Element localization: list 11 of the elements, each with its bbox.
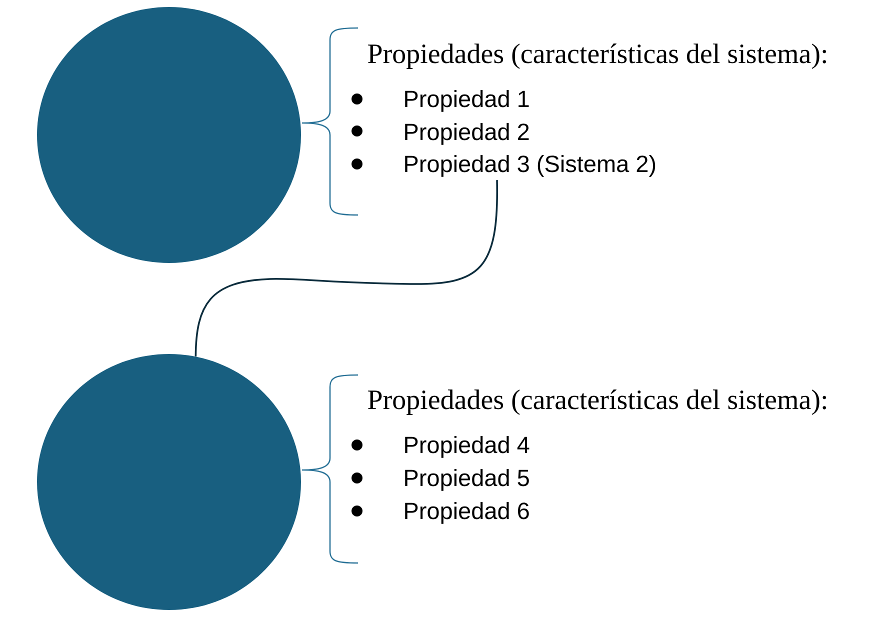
connector-line — [194, 180, 498, 356]
list-item: Propiedad 4 — [405, 436, 530, 458]
circle — [37, 354, 301, 610]
heading: Propiedades (características del sistema): — [368, 44, 826, 69]
list-item: Propiedad 3 (Sistema 2) — [405, 154, 656, 177]
list-item: Propiedad 5 — [405, 468, 529, 491]
list-item: Propiedad 6 — [405, 502, 529, 524]
list-item: Propiedad 2 — [405, 122, 529, 145]
list-item: Propiedad 1 — [405, 90, 529, 112]
heading: Propiedades (características del sistema): — [368, 390, 826, 415]
circle — [37, 7, 301, 263]
